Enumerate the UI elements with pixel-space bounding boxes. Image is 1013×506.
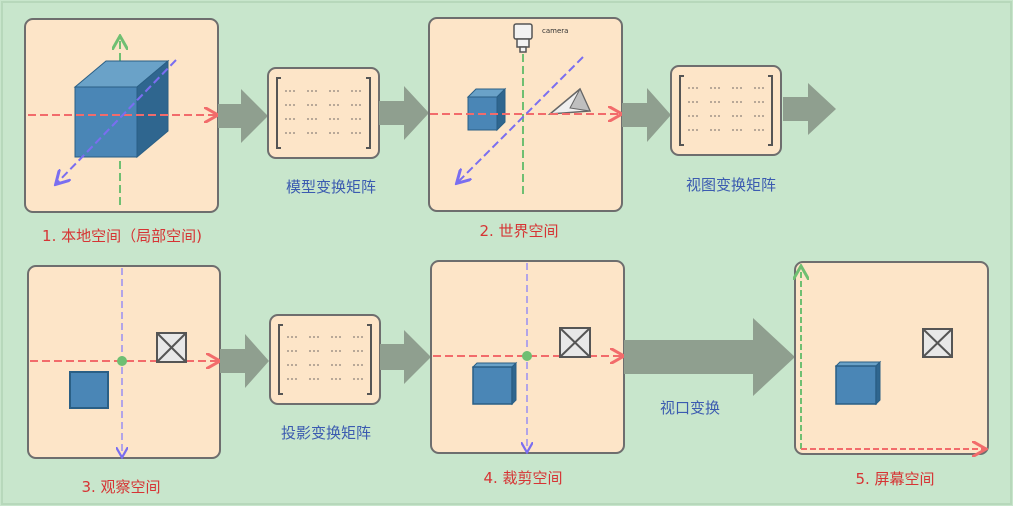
panel-clip-space: [430, 260, 624, 454]
arrow-4: [783, 83, 836, 135]
arrow-5: [220, 334, 269, 388]
label-screen-space: 5. 屏幕空间: [855, 470, 935, 488]
arrow-3: [622, 88, 671, 142]
cube-front-view: [69, 371, 109, 409]
cube-small-world: [466, 87, 507, 132]
matrix-model: [267, 67, 380, 159]
camera-label: camera: [542, 27, 569, 35]
label-viewport-transform: 视口变换: [659, 399, 721, 417]
label-view-space: 3. 观察空间: [81, 478, 161, 496]
box-x-clip: [559, 327, 591, 358]
label-projection-matrix: 投影变换矩阵: [280, 424, 372, 442]
cube-screen: [834, 360, 882, 406]
label-view-matrix: 视图变换矩阵: [685, 176, 777, 194]
cube-large: [73, 59, 170, 159]
matrix-view: [670, 65, 782, 156]
label-local-space: 1. 本地空间（局部空间): [42, 227, 202, 245]
arrow-1: [218, 89, 268, 143]
label-model-matrix: 模型变换矩阵: [285, 178, 377, 196]
box-x-screen: [922, 328, 953, 358]
arrow-6: [380, 330, 431, 384]
cube-clip: [471, 361, 518, 406]
label-clip-space: 4. 裁剪空间: [483, 469, 563, 487]
pyramid-shape: [547, 87, 592, 115]
panel-screen-space: [795, 261, 989, 454]
label-world-space: 2. 世界空间: [479, 222, 559, 240]
panel-view-space: [27, 265, 220, 459]
panel-local-space: [24, 18, 218, 213]
matrix-projection: [269, 314, 381, 405]
panel-world-space: [428, 17, 622, 212]
arrow-2: [379, 86, 429, 140]
camera-icon: [513, 23, 533, 53]
box-x-view: [156, 332, 187, 363]
arrow-7: [624, 318, 795, 396]
